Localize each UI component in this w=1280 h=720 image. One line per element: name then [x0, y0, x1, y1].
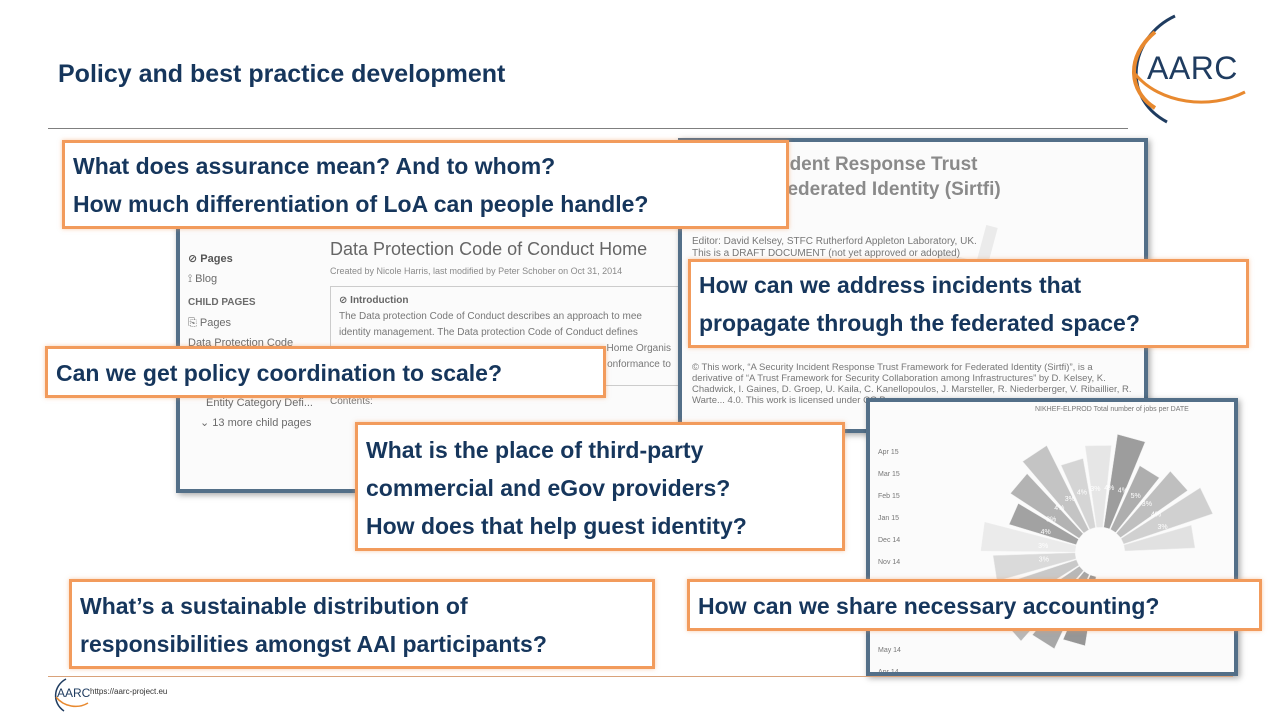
cc-nav-more: ⌄ 13 more child pages — [200, 417, 312, 429]
cc-sidebar: ⊘ Pages ⟟ Blog CHILD PAGES ⎘ Pages Data … — [188, 249, 318, 433]
slide-title: Policy and best practice development — [58, 60, 506, 88]
accounting-percent-label: 5% — [1131, 493, 1141, 500]
accounting-fan-wedge — [1022, 445, 1090, 534]
callout-distribution: What’s a sustainable distribution of res… — [69, 579, 655, 669]
accounting-percent-label: 3% — [1038, 543, 1048, 550]
accounting-percent-label: 4% — [1041, 529, 1051, 536]
cc-intro-line: onformance to — [607, 359, 671, 370]
cc-intro-line: Home Organis — [606, 343, 671, 354]
callout-line: How can we share necessary accounting? — [698, 593, 1160, 619]
callout-line: How can we address incidents that — [699, 272, 1082, 298]
accounting-percent-label: 3% — [1065, 496, 1075, 503]
cc-nav-blog: ⟟ Blog — [188, 273, 218, 285]
accounting-month-label: Feb 15 — [878, 493, 900, 500]
title-divider — [48, 128, 1128, 129]
cc-nav-entity: Entity Category Defi... — [206, 397, 313, 409]
accounting-chart-title: NIKHEF-ELPROD Total number of jobs per D… — [1035, 406, 1189, 413]
sirtfi-editor: Editor: David Kelsey, STFC Rutherford Ap… — [692, 236, 977, 260]
accounting-percent-label: 4% — [1077, 490, 1087, 497]
accounting-percent-label: 3% — [1158, 524, 1168, 531]
cc-heading: Data Protection Code of Conduct Home — [330, 239, 648, 259]
cc-contents: Contents: — [330, 396, 373, 407]
footer-divider — [48, 676, 1233, 677]
aarc-logo: AARC — [1115, 12, 1255, 127]
accounting-month-label: Dec 14 — [878, 537, 900, 544]
accounting-percent-label: 4% — [1118, 488, 1128, 495]
callout-incidents: How can we address incidents that propag… — [688, 259, 1249, 348]
callout-coordination: Can we get policy coordination to scale? — [45, 346, 606, 398]
accounting-fan-wedge — [1103, 433, 1146, 530]
callout-line: What is the place of third-party — [366, 437, 704, 463]
callout-line: responsibilities amongst AAI participant… — [80, 631, 547, 657]
callout-line: What’s a sustainable distribution of — [80, 593, 468, 619]
callout-line: What does assurance mean? And to whom? — [73, 153, 556, 179]
accounting-month-label: Nov 14 — [878, 559, 900, 566]
cc-intro-title: ⊘ Introduction — [339, 295, 409, 306]
callout-assurance: What does assurance mean? And to whom? H… — [62, 140, 789, 229]
accounting-fan-wedge — [1110, 465, 1160, 533]
sirtfi-heading-line: rk for Federated Identity (Sirtfi) — [722, 179, 1001, 200]
cc-intro-line: The Data protection Code of Conduct desc… — [339, 311, 642, 322]
accounting-percent-label: 4% — [1104, 485, 1114, 492]
footer-logo-text: AARC — [57, 686, 91, 700]
sirtfi-draft-line: This is a DRAFT DOCUMENT (not yet approv… — [692, 248, 961, 259]
footer-logo-arcs-icon — [54, 678, 89, 712]
footer-url: https://aarc-project.eu — [90, 687, 168, 696]
accounting-chart-screenshot: NIKHEF-ELPROD Total number of jobs per D… — [866, 398, 1238, 676]
aarc-logo-text: AARC — [1147, 50, 1238, 86]
sirtfi-license: © This work, “A Security Incident Respon… — [692, 362, 1132, 406]
accounting-month-label: Apr 15 — [878, 449, 899, 456]
accounting-fan-wedge — [980, 521, 1077, 553]
accounting-percent-label: 3% — [1039, 557, 1049, 564]
cc-intro-line: identity management. The Data protection… — [339, 327, 638, 338]
accounting-fan-wedge — [1008, 503, 1079, 546]
accounting-fan-wedge — [1120, 487, 1214, 545]
callout-line: How much differentiation of LoA can peop… — [73, 191, 649, 217]
cc-child-pages-header: CHILD PAGES — [188, 297, 256, 308]
cc-meta: Created by Nicole Harris, last modified … — [330, 266, 623, 276]
accounting-month-label: Apr 14 — [878, 669, 899, 672]
callout-third-party: What is the place of third-party commerc… — [355, 422, 845, 551]
cc-nav-pages: ⊘ Pages — [188, 253, 233, 265]
accounting-percent-label: 4% — [1054, 505, 1064, 512]
callout-line: Can we get policy coordination to scale? — [56, 360, 503, 386]
callout-line: commercial and eGov providers? — [366, 475, 731, 501]
accounting-percent-label: 3% — [1142, 501, 1152, 508]
sirtfi-editor-line: Editor: David Kelsey, STFC Rutherford Ap… — [692, 236, 977, 247]
callout-line: propagate through the federated space? — [699, 310, 1140, 336]
accounting-fan-wedge — [1060, 458, 1096, 530]
footer-aarc-logo: AARC — [50, 677, 90, 713]
accounting-fan-wedge — [1116, 470, 1188, 538]
callout-line: How does that help guest identity? — [366, 513, 747, 539]
accounting-month-label: Mar 15 — [878, 471, 900, 478]
accounting-month-label: Jan 15 — [878, 515, 899, 522]
accounting-percent-label: 4% — [1151, 512, 1161, 519]
accounting-percent-label: 3% — [1090, 486, 1100, 493]
accounting-fan-wedge — [1123, 524, 1196, 552]
accounting-fan-wedge — [1085, 445, 1112, 528]
aarc-logo-arcs-icon — [1132, 14, 1246, 124]
cc-nav-child-pages: ⎘ Pages — [188, 317, 232, 329]
callout-accounting: How can we share necessary accounting? — [687, 579, 1262, 631]
accounting-fan-wedge — [992, 552, 1077, 582]
accounting-fan-wedge — [1010, 473, 1084, 539]
accounting-month-label: May 14 — [878, 647, 901, 654]
accounting-percent-label: 3% — [1046, 516, 1056, 523]
